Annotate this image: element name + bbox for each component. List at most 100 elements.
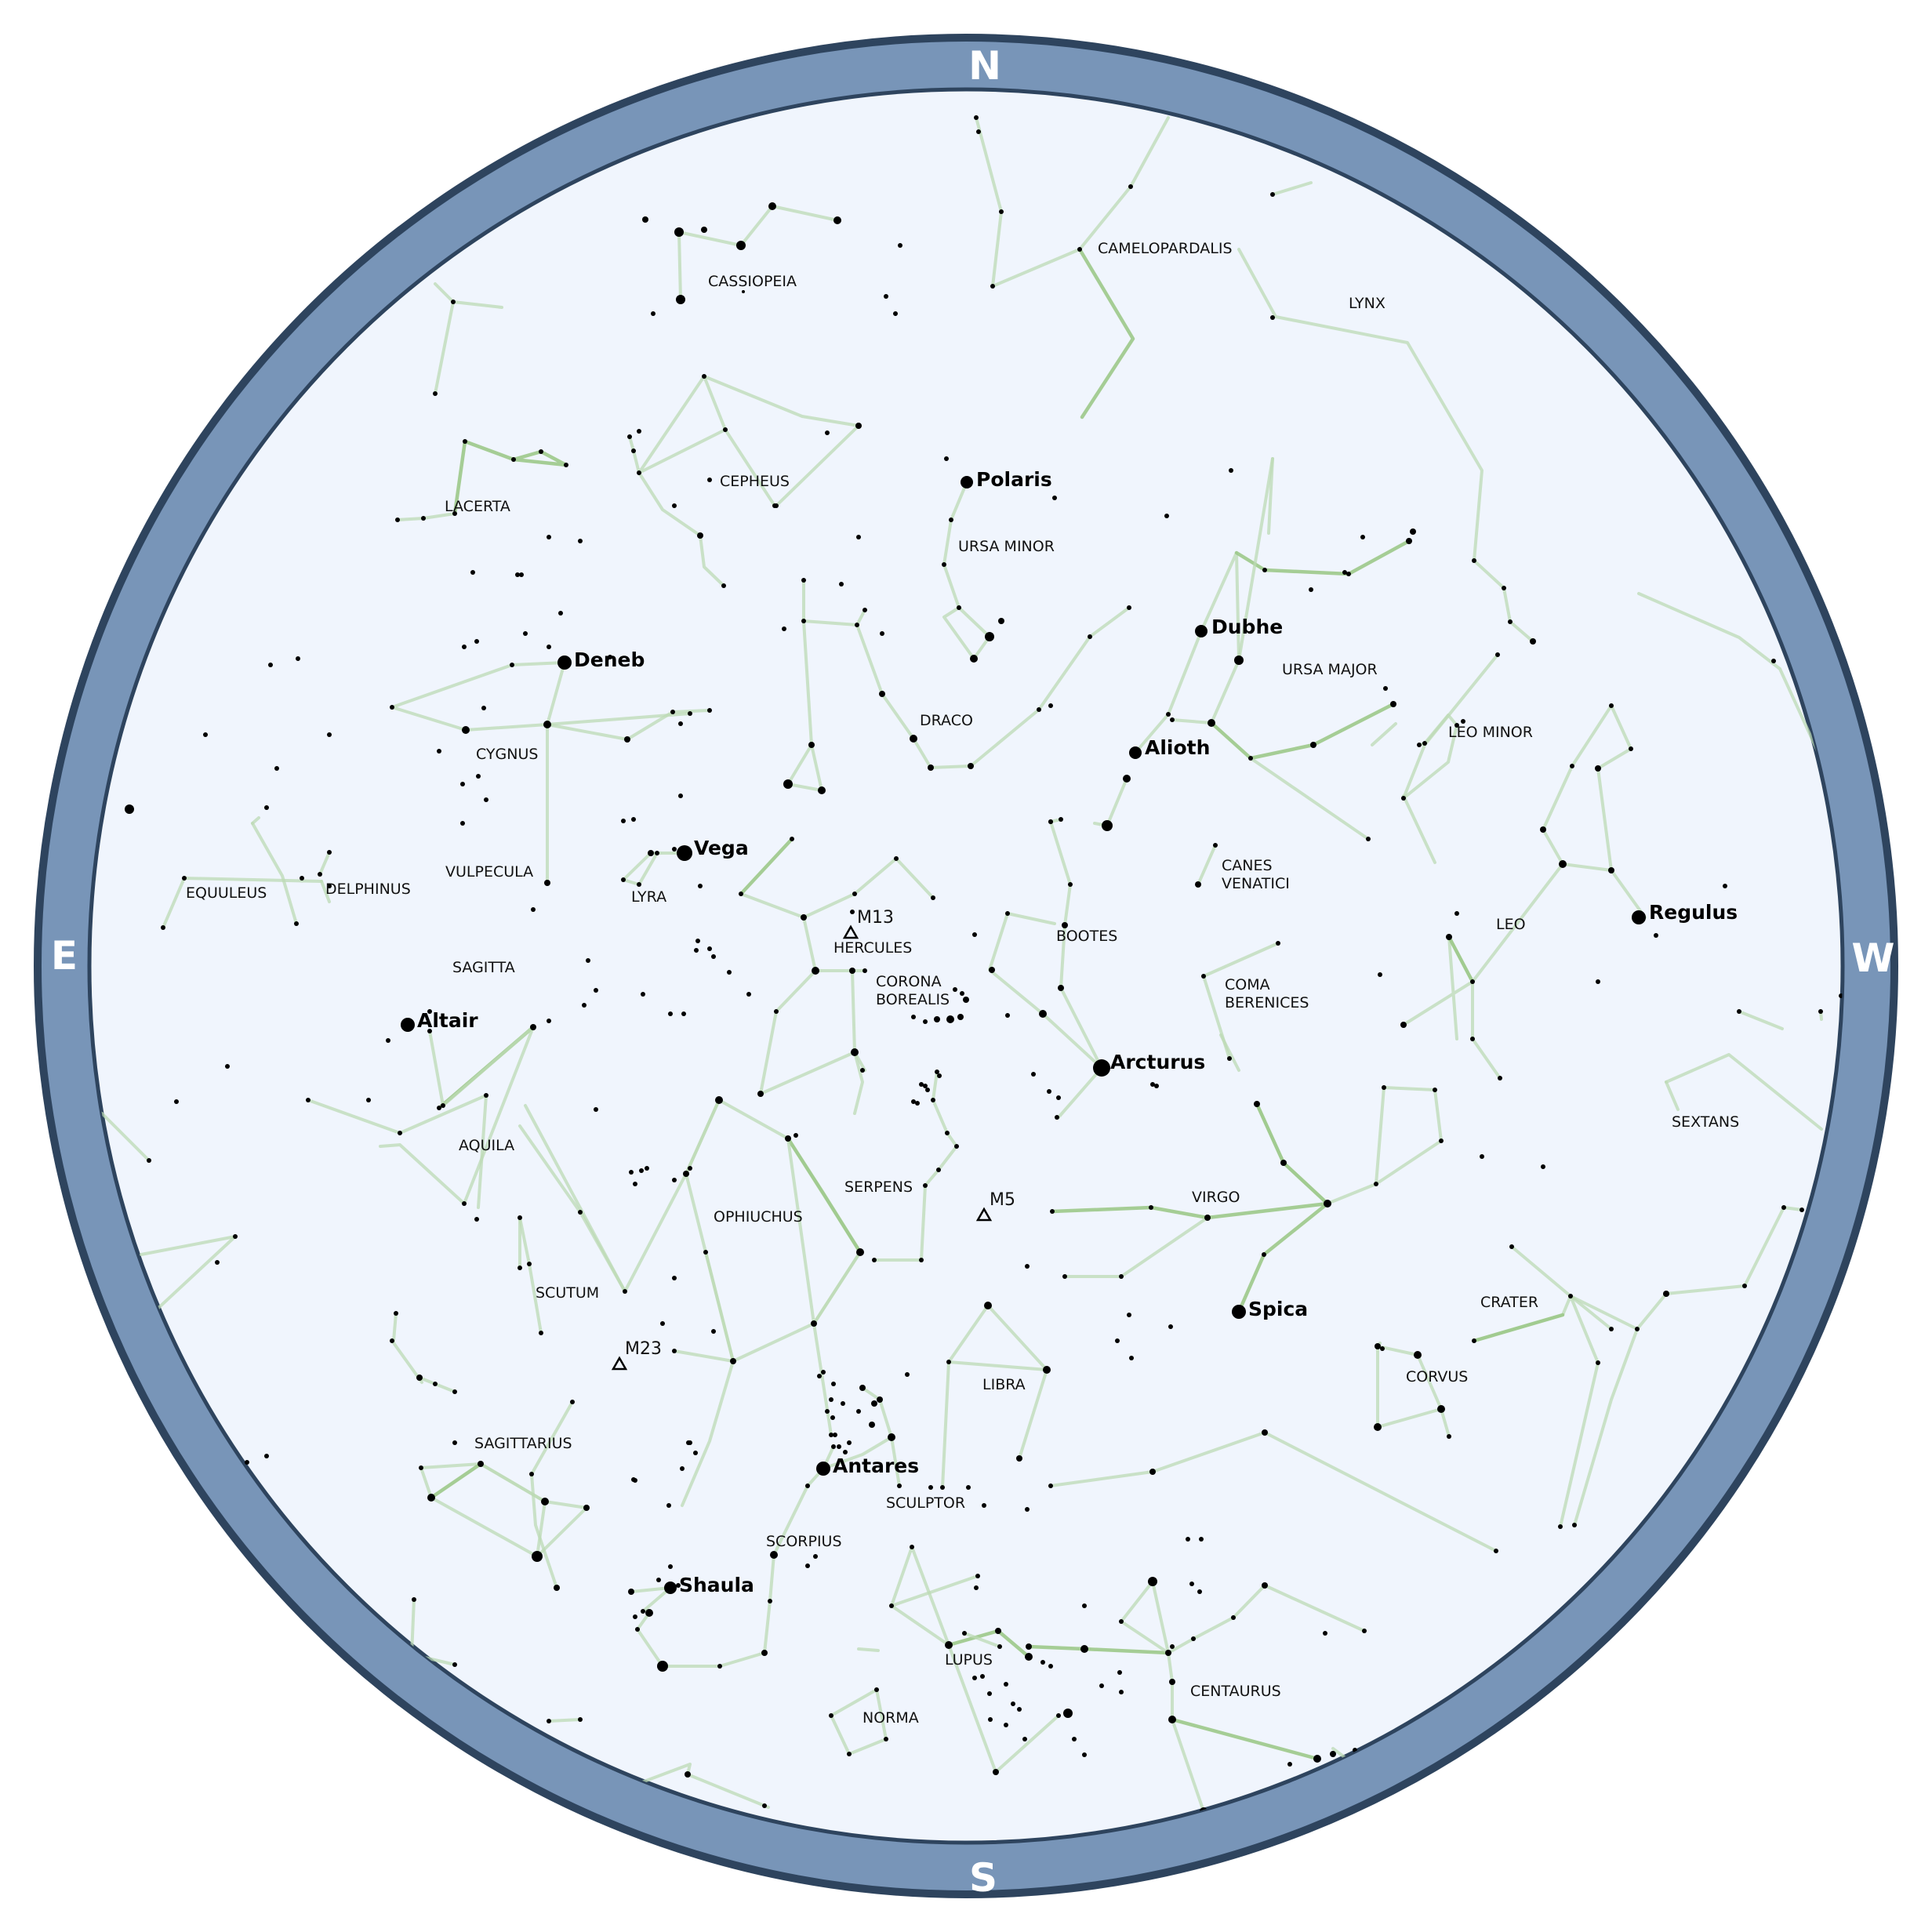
star	[421, 516, 426, 521]
constellation-label: SCUTUM	[536, 1284, 599, 1302]
star	[460, 821, 465, 826]
star	[294, 921, 299, 926]
star	[394, 1311, 398, 1316]
constellation-line	[822, 1436, 893, 1470]
star	[460, 782, 465, 786]
star	[327, 850, 332, 855]
star	[831, 1444, 836, 1449]
constellation-label: HERCULES	[833, 939, 912, 957]
star	[707, 946, 712, 951]
star	[829, 1713, 833, 1718]
star-label: Vega	[694, 837, 749, 859]
constellation-line	[1049, 1431, 1498, 1552]
star	[997, 1644, 1002, 1649]
star	[1031, 1072, 1036, 1077]
star	[1472, 558, 1476, 563]
constellation-line	[1197, 844, 1217, 886]
star	[1374, 1423, 1382, 1431]
star	[478, 1461, 484, 1467]
star	[633, 1182, 637, 1186]
star	[651, 311, 656, 316]
star	[1129, 1356, 1134, 1360]
star	[627, 434, 632, 439]
constellation-line	[1209, 702, 1396, 761]
star	[937, 1073, 942, 1078]
star	[462, 1201, 467, 1206]
star	[519, 572, 524, 577]
star	[1781, 1205, 1786, 1210]
star	[721, 583, 726, 588]
star	[811, 1320, 817, 1327]
star	[1248, 756, 1253, 761]
star	[300, 876, 304, 881]
star	[1195, 625, 1208, 637]
star	[1129, 746, 1142, 759]
star	[1048, 819, 1053, 824]
star	[484, 797, 488, 802]
star	[801, 619, 806, 623]
constellation-line	[1447, 935, 1475, 984]
star	[547, 535, 551, 539]
star	[655, 851, 659, 855]
star	[1663, 1291, 1669, 1297]
star	[1189, 1582, 1194, 1586]
constellation-label: VIRGO	[1192, 1189, 1240, 1206]
star	[1115, 1338, 1120, 1343]
star	[988, 1717, 993, 1722]
constellation-line	[100, 1112, 151, 1162]
star	[1048, 1664, 1053, 1669]
star	[672, 1276, 677, 1280]
star	[1570, 764, 1574, 768]
constellation-line	[626, 1763, 692, 1789]
star	[633, 1478, 637, 1483]
star	[641, 992, 645, 997]
star	[1127, 1313, 1131, 1317]
star	[1414, 1351, 1422, 1359]
star	[849, 968, 855, 974]
constellation-line	[1738, 1010, 1784, 1030]
star	[688, 1166, 692, 1171]
star	[676, 1583, 681, 1588]
star	[529, 1472, 534, 1476]
constellation-label: URSA MINOR	[958, 538, 1055, 555]
dso-label: M23	[625, 1339, 662, 1359]
star	[668, 1564, 673, 1569]
star	[452, 1440, 457, 1445]
star	[1102, 820, 1113, 831]
star-label: Altair	[417, 1009, 478, 1032]
star	[635, 1627, 640, 1632]
star	[670, 710, 675, 714]
star	[511, 457, 516, 462]
star	[717, 1664, 722, 1669]
star	[843, 1450, 848, 1454]
star	[1494, 1549, 1498, 1553]
star	[578, 1210, 583, 1215]
constellation-line	[681, 1251, 735, 1507]
star	[1186, 1537, 1190, 1542]
star	[975, 1574, 980, 1578]
constellation-line	[686, 1773, 770, 1809]
star	[1276, 941, 1280, 946]
star	[1082, 1752, 1087, 1757]
star	[825, 430, 830, 435]
star	[1330, 1751, 1336, 1757]
star	[730, 1358, 736, 1364]
star-label: Regulus	[1649, 901, 1738, 924]
star	[989, 967, 995, 973]
constellation-line	[547, 1718, 582, 1723]
constellation-line	[1077, 247, 1135, 419]
constellation-line	[890, 1604, 1060, 1774]
star	[398, 1131, 402, 1135]
star	[1068, 882, 1073, 887]
star	[1213, 843, 1218, 848]
star	[1324, 1200, 1331, 1208]
star	[1191, 1636, 1196, 1641]
star	[628, 1589, 634, 1595]
star	[949, 518, 953, 522]
star	[1234, 656, 1244, 665]
star	[961, 476, 973, 488]
star	[1502, 586, 1506, 590]
star	[830, 1415, 835, 1420]
star	[225, 1064, 230, 1069]
